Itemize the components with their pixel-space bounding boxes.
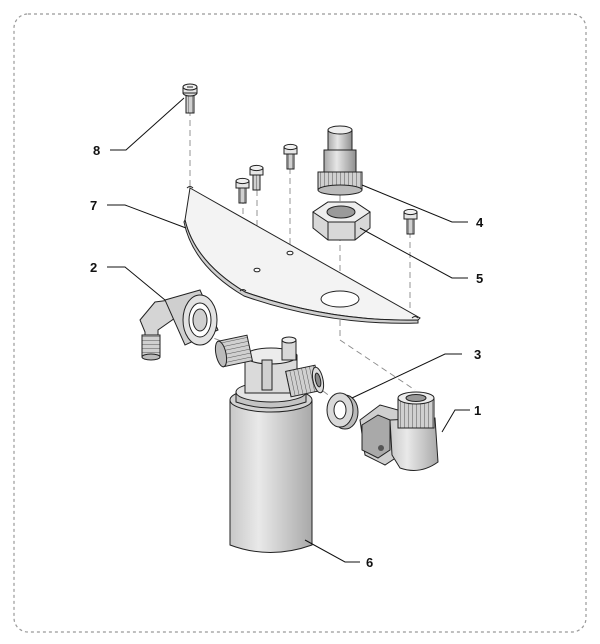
- screw-c: [283, 143, 298, 170]
- mounting-plate: [183, 186, 421, 324]
- elbow-fitting: [139, 289, 219, 361]
- callout-number-3: 3: [474, 347, 481, 362]
- callout-8: 8: [93, 97, 185, 158]
- screw-b: [249, 164, 264, 191]
- diagram-frame: [13, 13, 587, 633]
- hex-nut: [312, 201, 371, 241]
- callout-number-8: 8: [93, 143, 100, 158]
- callout-5: 5: [359, 227, 483, 286]
- callout-number-2: 2: [90, 260, 97, 275]
- quick-connector: [317, 125, 363, 196]
- callout-3: 3: [351, 347, 481, 399]
- screw-8: [182, 83, 198, 114]
- callout-number-7: 7: [90, 198, 97, 213]
- callout-4: 4: [361, 184, 484, 230]
- callout-6: 6: [304, 539, 373, 570]
- filter-housing: [214, 334, 325, 553]
- callout-2: 2: [90, 260, 166, 301]
- swivel-elbow: [359, 391, 439, 471]
- callout-number-4: 4: [476, 215, 484, 230]
- callout-7: 7: [90, 198, 187, 229]
- callout-number-1: 1: [474, 403, 481, 418]
- screw-d: [403, 208, 418, 235]
- callout-number-6: 6: [366, 555, 373, 570]
- screw-a: [235, 177, 250, 204]
- callout-number-5: 5: [476, 271, 483, 286]
- callout-1: 1: [441, 403, 481, 433]
- gasket-ring: [326, 392, 359, 430]
